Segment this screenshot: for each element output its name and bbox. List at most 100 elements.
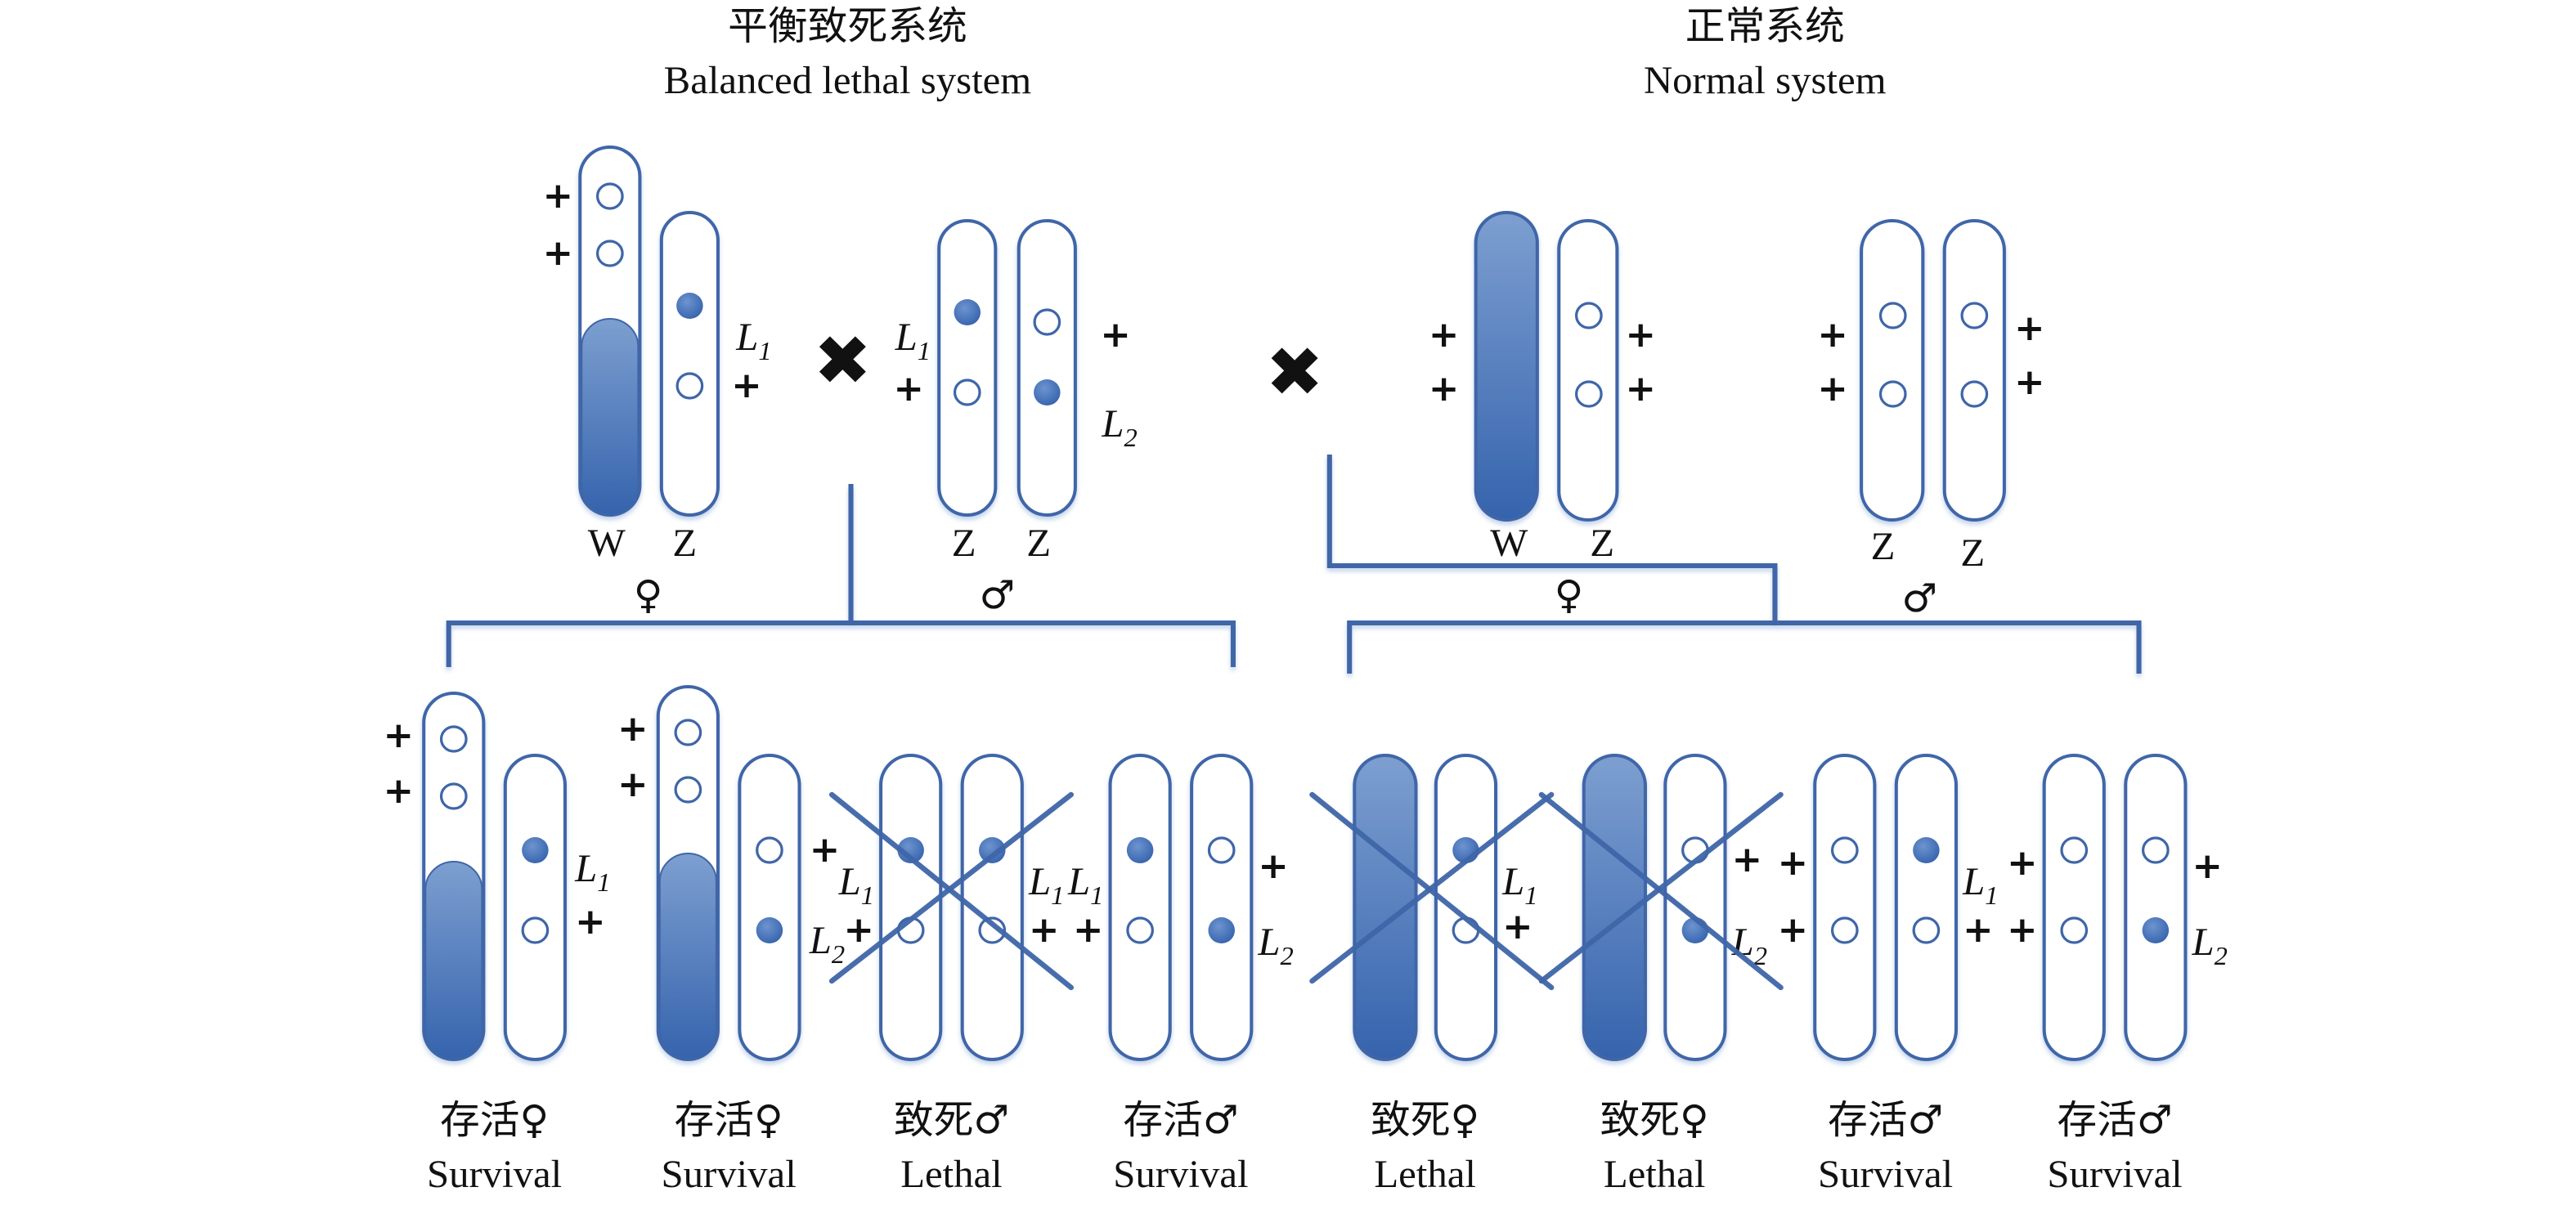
chromosome-label-z: Z [1871,525,1896,568]
z-chromosome [1942,219,2006,522]
chromosome-label-z: Z [1026,522,1051,565]
offspring-outcome-zh: 存活♂ [1123,1097,1238,1143]
z-chromosome [1813,754,1877,1061]
locus-wildtype-dot [675,372,704,400]
chromosome-label-z: Z [1960,531,1985,575]
lethal-cross-line [1538,791,1784,984]
locus-wildtype-dot [2141,836,2170,864]
offspring-layer: ++L1+存活♀Survival+++L2存活♀SurvivalL1+L1+致死… [384,685,2228,1196]
locus-wildtype-dot [439,725,468,753]
allele-plus-label: + [575,901,605,943]
offspring-outcome-en: Survival [1113,1153,1248,1196]
allele-lethal-label: L1 [1501,860,1537,910]
allele-plus-label: + [543,232,573,274]
locus-mutant-dot [1913,837,1940,863]
offspring-outcome-en: Survival [662,1153,797,1196]
chromosome-label-z: Z [952,522,976,565]
offspring-outcome-zh: 致死♀ [1600,1097,1708,1143]
z-chromosome [1663,754,1727,1061]
chromosome-label-z: Z [1590,522,1614,565]
offspring-outcome-en: Lethal [900,1153,1003,1196]
cross-icon-left: ✖ [814,325,873,400]
allele-plus-label: + [2014,307,2044,349]
locus-wildtype-dot [595,182,624,210]
title-right-zh: 正常系统 [1685,3,1845,49]
locus-wildtype-dot [2060,836,2089,864]
locus-mutant-dot [522,837,549,863]
offspring-3: L1+L1+致死♂Lethal [828,754,1075,1196]
locus-wildtype-dot [439,782,468,810]
w-chromosome-solid [1582,754,1647,1061]
title-left-en: Balanced lethal system [664,59,1032,102]
allele-plus-label: + [1778,909,1808,951]
allele-lethal-label: L2 [1257,921,1293,970]
locus-wildtype-dot [674,719,702,746]
right-cross-connector [1326,455,2142,674]
allele-plus-label: + [1429,314,1459,356]
offspring-outcome-en: Survival [1818,1153,1953,1196]
allele-lethal-label: L2 [1101,402,1137,452]
allele-plus-label: + [2192,845,2223,887]
male-symbol-icon: ♂ [979,572,1015,618]
z-chromosome [738,754,801,1061]
lethal-cross-line [1309,791,1555,984]
offspring-7: ++L1+存活♂Survival [1778,754,1998,1196]
locus-wildtype-dot [1574,380,1603,408]
z-chromosome [2124,754,2188,1061]
allele-lethal-label: L1 [895,316,931,365]
locus-wildtype-dot [1830,916,1859,944]
offspring-outcome-en: Survival [427,1153,562,1196]
locus-mutant-dot [1034,379,1061,405]
allele-plus-label: + [1502,906,1533,947]
locus-wildtype-dot [1960,380,1989,408]
allele-plus-label: + [1029,909,1059,951]
locus-mutant-dot [1126,837,1154,863]
offspring-5: L1+致死♀Lethal [1309,754,1555,1196]
pedigree-lines [446,455,2142,674]
offspring-1: ++L1+存活♀Survival [384,692,611,1196]
locus-wildtype-dot [521,916,550,944]
allele-plus-label: + [1626,368,1656,410]
allele-plus-label: + [617,708,648,750]
offspring-outcome-zh: 致死♂ [894,1097,1009,1143]
offspring-outcome-zh: 致死♀ [1371,1097,1479,1143]
z-chromosome [1016,219,1077,517]
allele-plus-label: + [810,829,840,871]
locus-wildtype-dot [1574,302,1603,329]
z-chromosome [1557,219,1619,522]
locus-wildtype-dot [1960,302,1989,329]
title-right-en: Normal system [1644,59,1887,102]
locus-wildtype-dot [674,776,702,804]
locus-wildtype-dot [1033,308,1061,336]
allele-plus-label: + [1963,909,1993,951]
z-chromosome [937,219,998,517]
locus-wildtype-dot [1912,916,1941,944]
allele-lethal-label: L1 [1067,860,1103,910]
offspring-outcome-zh: 存活♀ [440,1097,549,1143]
z-chromosome [1190,754,1254,1061]
allele-plus-label: + [384,770,414,812]
allele-plus-label: + [1778,842,1808,884]
z-chromosome [1434,754,1498,1061]
locus-wildtype-dot [2060,916,2089,944]
offspring-outcome-zh: 存活♂ [1828,1097,1943,1143]
w-chromosome-heterochromatin [424,861,483,1060]
allele-plus-label: + [1817,368,1847,410]
allele-lethal-label: L1 [1028,860,1064,910]
w-chromosome-heterochromatin [658,853,717,1060]
allele-plus-label: + [1429,368,1459,410]
allele-lethal-label: L1 [838,860,874,910]
allele-plus-label: + [1073,909,1103,951]
z-chromosome [960,754,1024,1061]
offspring-outcome-en: Lethal [1604,1153,1706,1196]
allele-plus-label: + [1258,845,1288,887]
allele-plus-label: + [1100,314,1130,356]
locus-wildtype-dot [953,379,981,406]
allele-plus-label: + [1817,314,1847,356]
